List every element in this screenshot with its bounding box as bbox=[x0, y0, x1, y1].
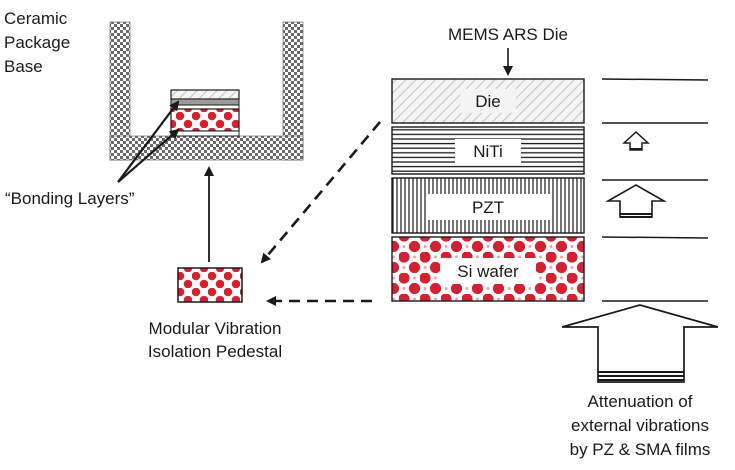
hollow-up-arrow-small-icon bbox=[622, 130, 650, 151]
layer-pzt-label: PZT bbox=[472, 198, 504, 217]
reference-lines bbox=[601, 78, 709, 302]
hollow-up-arrow-medium-icon bbox=[604, 184, 668, 218]
bonding-layers-label: “Bonding Layers” bbox=[5, 189, 135, 208]
mounted-stack bbox=[170, 89, 240, 137]
pedestal-label-line2: Isolation Pedestal bbox=[148, 342, 282, 361]
pedestal-label-line1: Modular Vibration bbox=[149, 319, 282, 338]
bonding-arrow-bottom bbox=[117, 128, 180, 183]
attenuation-label-line1: Attenuation of bbox=[588, 392, 693, 411]
hollow-up-arrow-large-icon bbox=[561, 304, 719, 383]
modular-pedestal bbox=[177, 267, 243, 303]
layer-niti: NiTi bbox=[391, 126, 585, 175]
mems-label: MEMS ARS Die bbox=[448, 25, 568, 44]
layer-die: Die bbox=[391, 78, 585, 124]
dashed-arrow-upper-icon bbox=[260, 121, 381, 264]
layer-pzt: PZT bbox=[391, 177, 585, 234]
ceramic-label-line1: Ceramic bbox=[4, 9, 68, 28]
attenuation-label-line3: by PZ & SMA films bbox=[570, 440, 711, 459]
attenuation-label-line2: external vibrations bbox=[571, 416, 709, 435]
layer-die-label: Die bbox=[475, 92, 501, 111]
layer-niti-label: NiTi bbox=[473, 142, 503, 161]
bonding-arrow-top bbox=[117, 100, 180, 183]
layer-si-wafer-label: Si wafer bbox=[457, 262, 519, 281]
layer-si-wafer: Si wafer bbox=[391, 236, 585, 302]
ceramic-label-line3: Base bbox=[4, 57, 43, 76]
ceramic-label-line2: Package bbox=[4, 33, 70, 52]
